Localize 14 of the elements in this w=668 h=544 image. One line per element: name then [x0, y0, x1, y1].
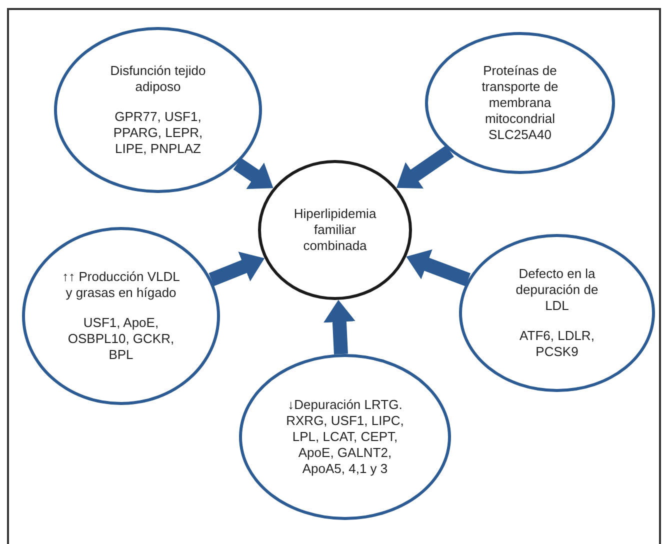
ellipse-title: Hiperlipidemia familiar combinada	[292, 206, 378, 254]
block-arrow	[208, 252, 265, 286]
ellipse-title: ↓Depuración LRTG. RXRG, USF1, LIPC, LPL, LCAT, CEPT, ApoE, GALNT2, ApoA5, 4,1 y 3	[285, 397, 405, 477]
block-arrow	[323, 300, 356, 354]
gene-list: GPR77, USF1, PPARG, LEPR, LIPE, PNPLAZ	[103, 109, 213, 157]
ellipse-title: Proteínas de transporte de membrana mitocondrial SLC25A40	[480, 63, 560, 143]
block-arrow	[396, 145, 454, 189]
block-arrow	[233, 158, 274, 190]
ellipse-title: ↑↑ Producción VLDL y grasas en hígado	[61, 269, 181, 301]
ellipse-title: Disfunción tejido adiposo	[109, 63, 207, 95]
gene-list: USF1, ApoE, OSBPL10, GCKR, BPL	[61, 315, 181, 363]
gene-list: ATF6, LDLR, PCSK9	[504, 328, 610, 360]
block-arrow	[406, 249, 471, 286]
ellipse-title: Defecto en la depuración de LDL	[514, 266, 600, 314]
